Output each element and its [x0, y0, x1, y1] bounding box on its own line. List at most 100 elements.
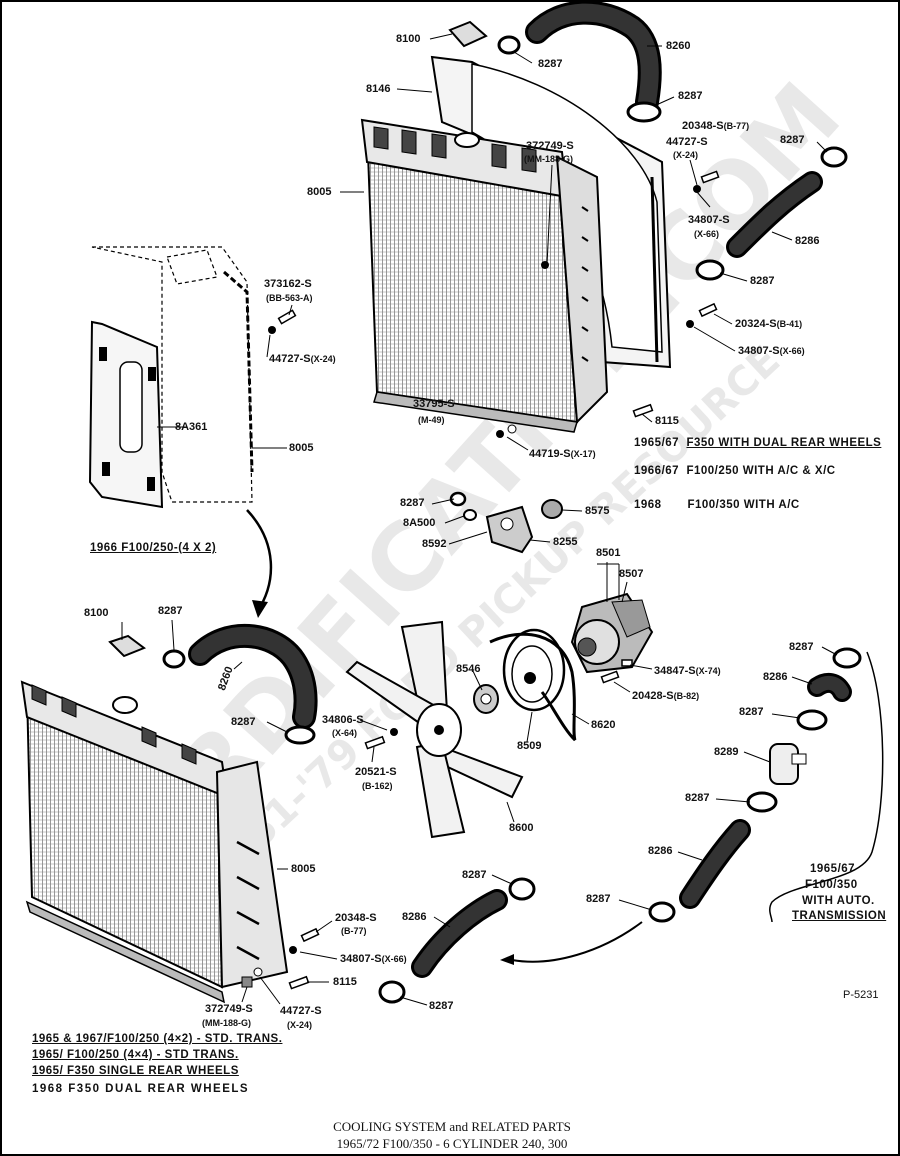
- fan-8600: [345, 620, 524, 839]
- diagram-subtitle: 1965/72 F100/350 - 6 CYLINDER 240, 300: [336, 1136, 568, 1151]
- ghost-radiator-8005: [91, 246, 254, 503]
- water-pump-8501: [570, 592, 654, 674]
- label-20521-code: (B-162): [362, 781, 393, 791]
- bracket-8A361: [88, 320, 164, 509]
- application-bottom-1: 1965 & 1967/F100/250 (4×2) - STD. TRANS.: [32, 1033, 283, 1045]
- label-8620: 8620: [591, 719, 616, 731]
- label-20324: 20324-S(B-41): [735, 318, 803, 330]
- auto-trans-line-1: 1965/67: [810, 863, 856, 875]
- thermostat-8575: [541, 499, 563, 519]
- label-34807-bot: 34807-S(X-66): [340, 953, 407, 965]
- label-33795-code: (M-49): [418, 415, 445, 425]
- label-34807-top: 34807-S: [688, 214, 730, 226]
- label-34807-b: 34807-S(X-66): [738, 345, 805, 357]
- auto-trans-line-3: WITH AUTO.: [802, 895, 875, 907]
- label-8A361: 8A361: [175, 421, 208, 433]
- label-8287-c: 8287: [780, 134, 805, 146]
- label-20348-top: 20348-S(B-77): [682, 120, 750, 132]
- label-8A500: 8A500: [403, 517, 436, 529]
- label-372749-top-code: (MM-188-G): [524, 154, 573, 164]
- label-8509: 8509: [517, 740, 542, 752]
- label-34806: 34806-S: [322, 714, 364, 726]
- label-372749-top: 372749-S: [526, 140, 574, 152]
- radiator-8005-bottom: [20, 680, 289, 1004]
- label-44719: 44719-S(X-17): [529, 448, 596, 460]
- figure-code: P-5231: [843, 989, 879, 1001]
- label-8005-mid: 8005: [289, 442, 314, 454]
- clamp-8287-c: [820, 146, 848, 168]
- label-34806-code: (X-64): [332, 728, 358, 738]
- label-8546: 8546: [456, 663, 481, 675]
- label-8260-top: 8260: [666, 40, 691, 52]
- pulley-8509: [502, 628, 566, 712]
- label-44727-left: 44727-S(X-24): [269, 353, 336, 365]
- label-8146: 8146: [366, 83, 391, 95]
- label-8286-bot: 8286: [402, 911, 427, 923]
- label-8501: 8501: [596, 547, 621, 559]
- label-8286-r1: 8286: [763, 671, 788, 683]
- label-373162-code: (BB-563-A): [266, 293, 313, 303]
- application-bottom-2: 1965/ F100/250 (4×4) - STD TRANS.: [32, 1049, 239, 1061]
- flow-arrow-2: [511, 921, 643, 963]
- label-20348-bot: 20348-S: [335, 912, 377, 924]
- label-20521: 20521-S: [355, 766, 397, 778]
- label-8287-e: 8287: [400, 497, 425, 509]
- label-33795: 33795-S: [413, 398, 455, 410]
- label-20348-bot-code: (B-77): [341, 926, 367, 936]
- label-8507: 8507: [619, 568, 644, 580]
- application-bottom-4: 1968 F350 DUAL REAR WHEELS: [32, 1083, 250, 1095]
- application-top-1: 1965/67 F350 WITH DUAL REAR WHEELS: [634, 437, 882, 449]
- clamp-8287-a: [497, 35, 521, 55]
- label-8287-j: 8287: [685, 792, 710, 804]
- label-372749-bot: 372749-S: [205, 1003, 253, 1015]
- fan-belt-8620: [489, 632, 577, 742]
- label-20428: 20428-S(B-82): [632, 690, 700, 702]
- label-8600: 8600: [509, 822, 534, 834]
- label-8287-h: 8287: [789, 641, 814, 653]
- radiator-cap-8100-top: [448, 20, 488, 48]
- flow-arrow-1: [246, 509, 273, 613]
- label-8287-b: 8287: [678, 90, 703, 102]
- label-8287-f: 8287: [158, 605, 183, 617]
- auto-trans-line-4: TRANSMISSION: [792, 910, 887, 922]
- water-outlet-8255: [485, 505, 534, 554]
- bolt-20348: [700, 170, 720, 184]
- label-8287-l: 8287: [462, 869, 487, 881]
- diagram-title: COOLING SYSTEM and RELATED PARTS: [333, 1119, 571, 1134]
- label-8289: 8289: [714, 746, 739, 758]
- clamp-8287-d: [695, 259, 725, 281]
- label-34807-top-code: (X-66): [694, 229, 720, 239]
- auto-trans-line-2: F100/350: [805, 879, 858, 891]
- label-8287-m: 8287: [429, 1000, 454, 1012]
- label-8255: 8255: [553, 536, 578, 548]
- label-8100-top: 8100: [396, 33, 421, 45]
- label-8286-top: 8286: [795, 235, 820, 247]
- label-8005-top: 8005: [307, 186, 332, 198]
- caption-4x2: 1966 F100/250-(4 X 2): [90, 542, 217, 554]
- label-8287-a: 8287: [538, 58, 563, 70]
- label-372749-bot-code: (MM-188-G): [202, 1018, 251, 1028]
- radiator-8005-top: [360, 118, 609, 433]
- label-34847: 34847-S(X-74): [654, 665, 721, 677]
- washer-34807: [693, 185, 701, 193]
- spacer-8546: [473, 684, 499, 714]
- tube-8289: [769, 743, 807, 785]
- application-top-2: 1966/67 F100/250 WITH A/C & X/C: [634, 465, 836, 477]
- label-8286-r2: 8286: [648, 845, 673, 857]
- label-44727-bot: 44727-S: [280, 1005, 322, 1017]
- label-8287-g: 8287: [231, 716, 256, 728]
- label-8575: 8575: [585, 505, 610, 517]
- auto-trans-bracket-line: [769, 651, 884, 923]
- label-8287-i: 8287: [739, 706, 764, 718]
- label-373162: 373162-S: [264, 278, 312, 290]
- label-8115-top: 8115: [655, 415, 679, 427]
- label-8287-d: 8287: [750, 275, 775, 287]
- label-44727-top: 44727-S: [666, 136, 708, 148]
- label-8005-bot: 8005: [291, 863, 316, 875]
- label-8592: 8592: [422, 538, 447, 550]
- label-44727-top-code: (X-24): [673, 150, 699, 160]
- application-bottom-3: 1965/ F350 SINGLE REAR WHEELS: [32, 1065, 239, 1077]
- label-44727-bot-code: (X-24): [287, 1020, 313, 1030]
